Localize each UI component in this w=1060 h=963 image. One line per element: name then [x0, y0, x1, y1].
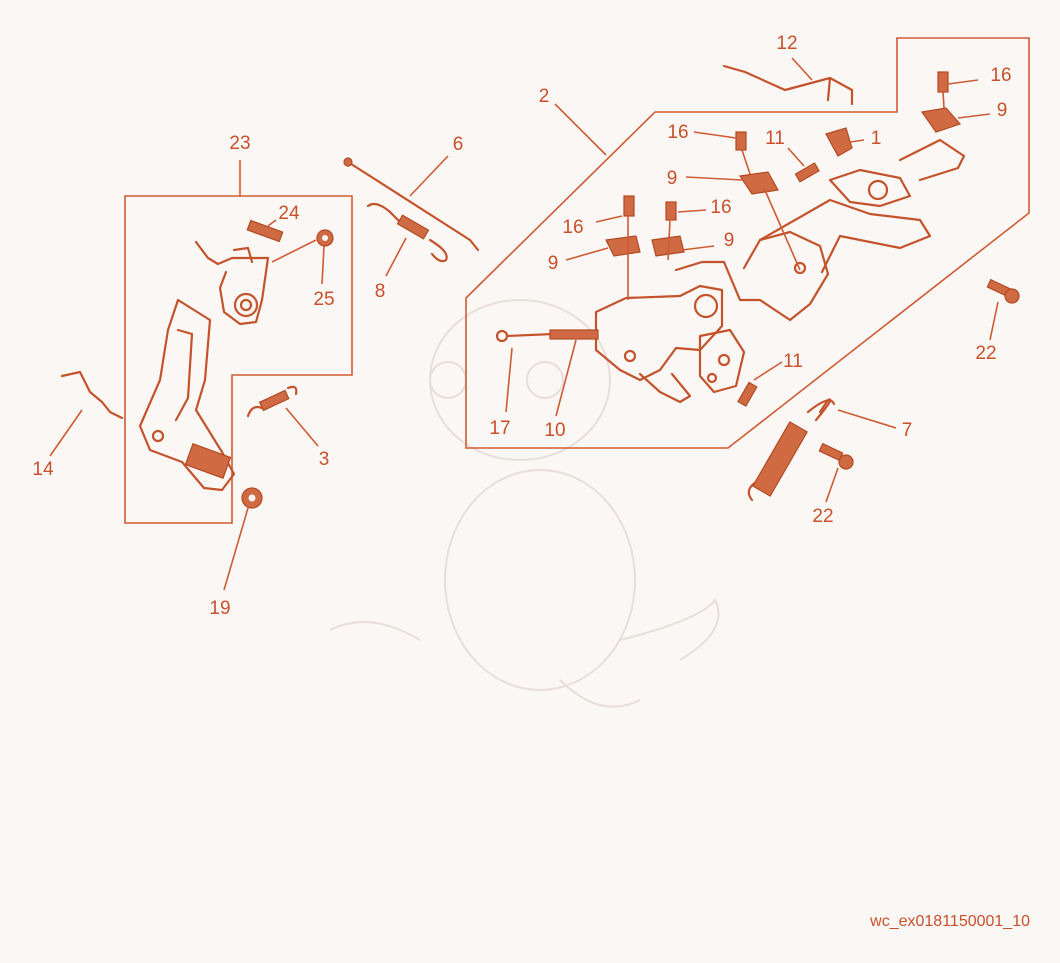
callout-9-d: 9 — [548, 253, 559, 274]
diagram-reference-code: wc_ex0181150001_10 — [869, 913, 1030, 930]
callout-12: 12 — [776, 33, 797, 54]
callout-2: 2 — [539, 86, 550, 107]
callout-16-c: 16 — [710, 197, 731, 218]
callout-8: 8 — [375, 281, 386, 302]
part-12-rod — [722, 64, 854, 106]
part-2-mechanism — [594, 138, 966, 404]
callout-16-a: 16 — [990, 65, 1011, 86]
callout-10: 10 — [544, 420, 565, 441]
group-outline-23 — [124, 195, 353, 524]
callout-16-d: 16 — [562, 217, 583, 238]
part-10-spring — [549, 329, 599, 340]
watermark-dragon — [329, 299, 720, 708]
part-23-lever — [138, 298, 236, 492]
callout-1: 1 — [871, 128, 882, 149]
part-1-clip — [825, 127, 853, 157]
part-25-nut — [316, 229, 334, 247]
part-9-clips — [605, 107, 962, 257]
callout-9-c: 9 — [724, 230, 735, 251]
callout-9-b: 9 — [667, 168, 678, 189]
callout-24: 24 — [278, 203, 300, 224]
part-17-pin — [495, 329, 556, 343]
part-8-spring — [366, 202, 448, 263]
callout-16-b: 16 — [667, 122, 688, 143]
callout-7: 7 — [902, 420, 913, 441]
callout-11-b: 11 — [783, 351, 803, 372]
callout-14: 14 — [32, 459, 54, 480]
callout-19: 19 — [209, 598, 230, 619]
part-16-bolts — [623, 71, 949, 300]
callout-9-a: 9 — [997, 100, 1008, 121]
callout-23: 23 — [229, 133, 250, 154]
part-14-link — [60, 370, 124, 420]
callout-11-a: 11 — [765, 128, 785, 149]
part-7-spring — [747, 398, 836, 502]
leader-lines — [49, 57, 999, 591]
part-11-spring-upper — [794, 162, 820, 183]
callout-labels: 1 2 3 6 7 8 9 9 9 9 10 11 11 12 14 16 16… — [32, 33, 1011, 619]
part-6-rod — [343, 157, 480, 252]
callout-3: 3 — [319, 449, 330, 470]
callout-22-b: 22 — [812, 506, 833, 527]
callout-25: 25 — [313, 289, 334, 310]
part-23-bracket — [194, 239, 317, 326]
callout-6: 6 — [453, 134, 464, 155]
callout-17: 17 — [489, 418, 510, 439]
part-11-spring-lower — [737, 381, 758, 407]
part-19-nut — [241, 487, 263, 509]
callout-22-a: 22 — [975, 343, 996, 364]
group-outline-2 — [465, 37, 1030, 449]
part-22-bolts — [818, 278, 1020, 470]
part-24-spring — [246, 219, 284, 243]
part-3-spring — [246, 385, 298, 418]
